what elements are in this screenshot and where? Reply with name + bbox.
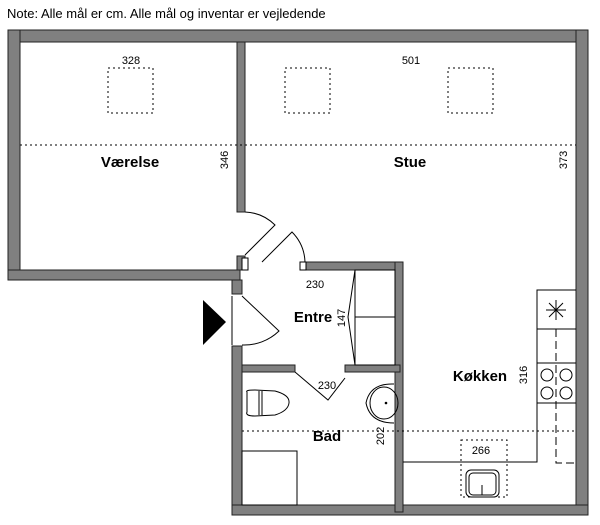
disclaimer-note: Note: Alle mål er cm. Alle mål og invent… xyxy=(7,6,326,21)
skylights xyxy=(107,67,494,114)
stue-width: 501 xyxy=(402,55,420,67)
entre-width: 230 xyxy=(306,279,324,291)
doors xyxy=(231,211,346,401)
vaerelse-width: 328 xyxy=(122,55,140,67)
stue-depth: 373 xyxy=(558,151,570,169)
room-label-kokken: Køkken xyxy=(453,368,507,385)
shower xyxy=(241,450,298,506)
walls xyxy=(7,29,589,516)
entre-depth: 147 xyxy=(336,309,348,327)
room-label-entre: Entre xyxy=(294,309,332,326)
entrance-arrow-icon xyxy=(203,300,226,345)
room-label-vaerelse: Værelse xyxy=(101,154,159,171)
bad-depth: 202 xyxy=(375,427,387,445)
kokken-depth: 316 xyxy=(518,366,530,384)
room-label-bad: Bad xyxy=(313,428,341,445)
fan-icon xyxy=(546,300,566,320)
kitchen-sink-icon xyxy=(465,469,500,498)
vaerelse-depth: 346 xyxy=(219,151,231,169)
room-label-stue: Stue xyxy=(394,154,427,171)
wardrobe xyxy=(347,269,396,366)
kokken-width: 266 xyxy=(472,445,490,457)
toilet-icon xyxy=(246,389,290,417)
stove-icon xyxy=(540,368,573,400)
sink-icon xyxy=(365,383,399,424)
bad-width: 230 xyxy=(318,380,336,392)
kitchen-counter xyxy=(403,289,576,498)
